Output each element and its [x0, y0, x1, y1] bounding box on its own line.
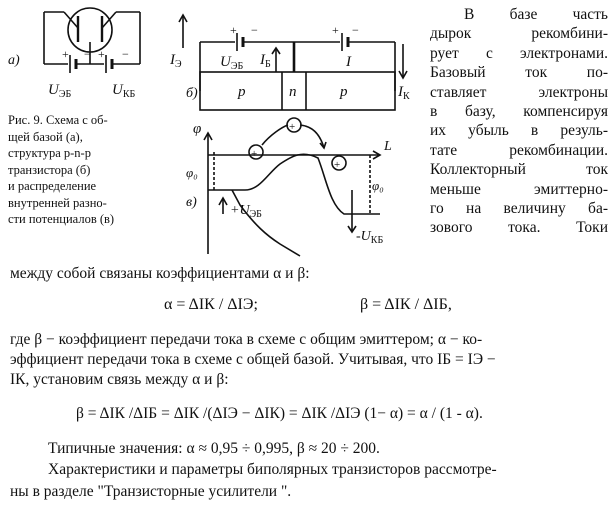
- pnp-structure: [199, 71, 396, 111]
- side-line: меньше эмиттерно-: [430, 180, 608, 198]
- svg-text:-UКБ: -UКБ: [356, 229, 383, 246]
- side-line: зового тока. Токи: [430, 219, 608, 237]
- u-kb-label: U: [112, 82, 124, 98]
- figure-caption: Рис. 9. Схема с об- щей базой (а), струк…: [8, 112, 178, 228]
- caption-line: структура p-n-p: [8, 146, 91, 160]
- caption-line: внутренней разно-: [8, 195, 107, 210]
- body-line-6: Характеристики и параметры биполярных тр…: [48, 461, 497, 478]
- svg-text:+: +: [251, 148, 257, 160]
- u-eb-label: U: [48, 82, 60, 98]
- svg-text:−: −: [122, 47, 129, 61]
- u-eb-label-b: U: [220, 54, 232, 70]
- svg-text:−: −: [352, 23, 359, 37]
- phi0-right: φ₀: [372, 178, 384, 193]
- side-line: в базу, компенсируя: [430, 103, 608, 121]
- side-line: тате рекомбинации.: [430, 141, 608, 159]
- region-p-left: p: [237, 84, 246, 100]
- svg-text:UЭБ: UЭБ: [220, 54, 243, 72]
- svg-text:+: +: [334, 159, 340, 171]
- caption-line: и распределение: [8, 179, 97, 193]
- body-line-1: между собой связаны коэффициентами α и β…: [10, 265, 310, 282]
- side-line: ставляет электроны: [430, 83, 608, 101]
- side-line: дырок рекомбини-: [430, 25, 608, 43]
- equation-beta-alpha: β = ΔIК /ΔIБ = ΔIК /(ΔIЭ − ΔIК) = ΔIК /Δ…: [76, 405, 483, 422]
- l-axis-label: L: [383, 139, 392, 154]
- potential-curve: [208, 153, 380, 215]
- svg-text:−: −: [84, 47, 91, 61]
- figure-9: + − + − + − + − + + + а) б) в) UЭБ UКБ U…: [8, 7, 410, 257]
- region-n: n: [289, 84, 297, 100]
- plus-ueb-label: +U: [230, 203, 250, 218]
- phi-axis-label: φ: [193, 121, 201, 137]
- equation-alpha: α = ΔIК / ΔIЭ;: [164, 296, 258, 313]
- body-line-3: эффициент передачи тока в схеме с общей …: [10, 351, 496, 368]
- svg-text:IЭ: IЭ: [169, 52, 182, 70]
- svg-text:UЭБ: UЭБ: [48, 82, 71, 100]
- body-line-7: ны в разделе "Транзисторные усилители ".: [10, 483, 292, 500]
- svg-text:+UЭБ: +UЭБ: [230, 203, 262, 220]
- svg-text:I: I: [345, 54, 352, 70]
- body-line-2: где β − коэффициент передачи тока в схем…: [10, 331, 483, 348]
- side-line: Коллекторный ток: [430, 161, 608, 179]
- u-k-label: I: [345, 54, 352, 70]
- equation-beta: β = ΔIК / ΔIБ,: [360, 296, 452, 313]
- label-b: б): [186, 86, 198, 101]
- svg-text:+: +: [230, 23, 237, 37]
- label-v: в): [186, 195, 197, 210]
- caption-line: транзистора (б): [8, 162, 91, 177]
- svg-text:−: −: [251, 23, 258, 37]
- phi0-left: φ₀: [186, 165, 198, 180]
- side-line: их убыль в резуль-: [430, 122, 608, 140]
- i-k-label: I: [397, 84, 404, 100]
- caption-line: сти потенциалов (в): [8, 212, 115, 226]
- side-line: го на величину ба-: [430, 200, 608, 218]
- body-line-4: IК, установим связь между α и β:: [10, 371, 229, 388]
- side-line: рует с электронами.: [430, 44, 608, 62]
- caption-line: Рис. 9. Схема с об-: [8, 113, 108, 127]
- svg-text:UКБ: UКБ: [112, 82, 136, 100]
- caption-line: щей базой (а),: [8, 129, 83, 144]
- side-line: В базе часть: [464, 6, 608, 23]
- region-p-right: p: [339, 84, 348, 100]
- svg-text:IБ: IБ: [259, 52, 271, 70]
- side-paragraph: В базе часть дырок рекомбини- рует с эле…: [430, 5, 608, 238]
- i-e-label: I: [169, 52, 176, 68]
- i-b-label: I: [259, 52, 266, 68]
- svg-text:+: +: [332, 23, 339, 37]
- typical-values-line: Типичные значения: α ≈ 0,95 ÷ 0,995, β ≈…: [48, 440, 380, 457]
- label-a: а): [8, 53, 20, 68]
- svg-text:+: +: [98, 47, 105, 61]
- minus-ukb-label: -U: [356, 229, 372, 244]
- side-line: Базовый ток по-: [430, 64, 608, 82]
- plus-sign: +: [62, 47, 69, 61]
- svg-text:+: +: [289, 121, 295, 133]
- svg-text:IК: IК: [397, 84, 410, 102]
